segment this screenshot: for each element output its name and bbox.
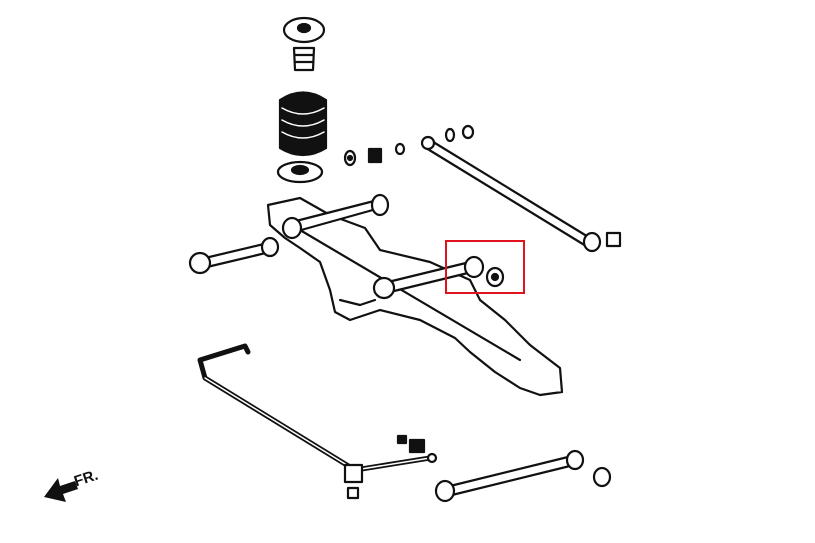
- sway-bar: [197, 343, 438, 473]
- upper-spring-seat: [282, 16, 326, 44]
- sway-bar-bushings: [343, 434, 426, 500]
- highlight-box: [445, 240, 525, 294]
- upper-control-arm: [281, 193, 390, 240]
- lateral-rod: [420, 124, 622, 253]
- axle-beam: [266, 196, 564, 397]
- lower-arm-highlighted: [372, 255, 505, 300]
- trailing-link-arm: [434, 449, 612, 503]
- lower-spring-seat: [276, 160, 324, 184]
- left-link-arm: [188, 236, 280, 275]
- front-direction-arrow-icon: [44, 478, 78, 502]
- coil-spring: [278, 91, 328, 157]
- bump-stop: [292, 46, 316, 72]
- bushing-set-upper: [343, 142, 406, 167]
